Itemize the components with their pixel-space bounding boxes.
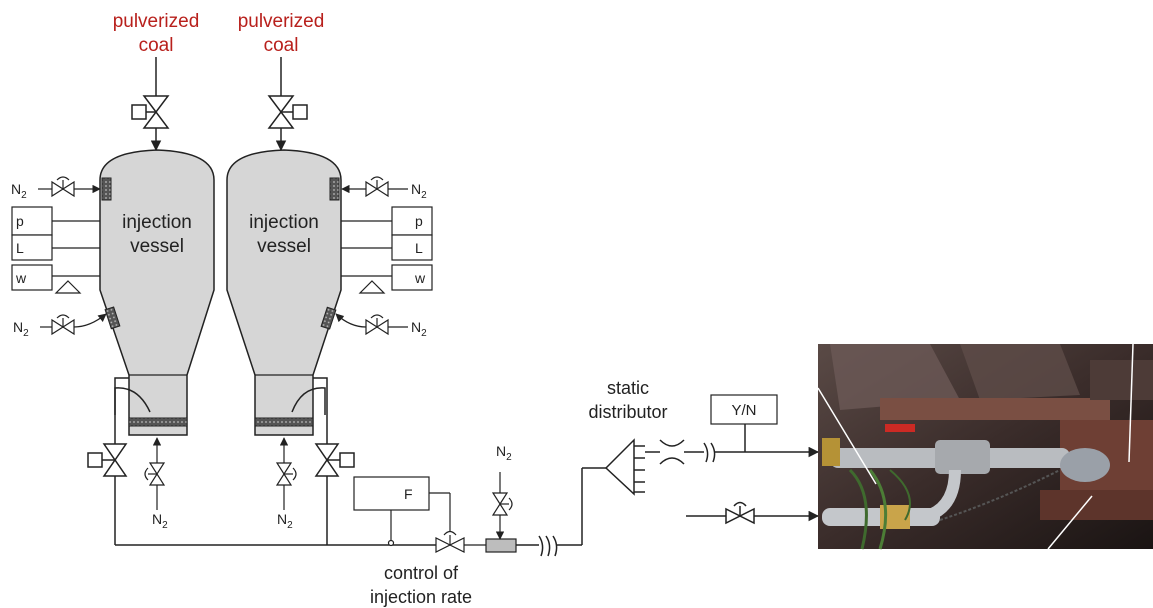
rate-control-valve xyxy=(435,530,486,553)
n2-label: N2 xyxy=(277,511,293,531)
weight-label-right: w xyxy=(414,270,426,286)
n2-label: N2 xyxy=(411,181,427,201)
lance-line xyxy=(645,424,820,465)
n2-feed-bottom-right xyxy=(335,313,408,336)
weight-label-left: w xyxy=(15,270,27,286)
level-label-left: L xyxy=(16,240,24,256)
static-distributor-label: static distributor xyxy=(588,378,667,422)
n2-label: N2 xyxy=(11,181,27,201)
svg-text:pulverized: pulverized xyxy=(238,11,325,32)
flow-label: F xyxy=(404,486,413,502)
coal-feed-label-left: pulverized coal xyxy=(113,11,200,56)
svg-text:coal: coal xyxy=(264,35,299,56)
pressure-label-right: p xyxy=(415,213,423,229)
control-rate-label: control of injection rate xyxy=(370,563,472,607)
svg-text:vessel: vessel xyxy=(130,236,184,257)
svg-text:injection rate: injection rate xyxy=(370,587,472,607)
n2-label: N2 xyxy=(411,319,427,339)
lance-photo xyxy=(817,343,1153,550)
secondary-line xyxy=(686,501,820,525)
svg-text:vessel: vessel xyxy=(257,236,311,257)
n2-label: N2 xyxy=(152,511,168,531)
yn-indicator: Y/N xyxy=(710,394,778,425)
svg-text:pulverized: pulverized xyxy=(113,11,200,32)
n2-bottom-feeds xyxy=(144,437,297,510)
injection-vessel-left: injection vessel xyxy=(99,149,215,436)
static-distributor xyxy=(604,438,645,496)
injection-vessel-right: injection vessel xyxy=(226,149,342,436)
svg-text:injection: injection xyxy=(122,212,192,233)
svg-text:control of: control of xyxy=(384,563,459,583)
coal-inlet-valve-left xyxy=(131,57,170,152)
inline-element xyxy=(485,472,517,553)
coal-inlet-valve-right xyxy=(267,57,308,152)
bottom-piping xyxy=(87,377,436,546)
n2-feed-bottom-left xyxy=(40,313,107,336)
svg-text:injection: injection xyxy=(249,212,319,233)
svg-text:distributor: distributor xyxy=(588,402,667,422)
pressure-label-left: p xyxy=(16,213,24,229)
transport-line xyxy=(516,467,606,557)
instruments-right xyxy=(341,206,433,294)
instruments-left xyxy=(11,206,100,294)
n2-feed-top-right xyxy=(341,176,408,198)
n2-label: N2 xyxy=(13,319,29,339)
flow-meter xyxy=(353,476,451,547)
n2-feed-top-left xyxy=(38,176,101,198)
level-label-right: L xyxy=(415,240,423,256)
n2-label: N2 xyxy=(496,443,512,463)
svg-text:Y/N: Y/N xyxy=(731,402,756,419)
coal-feed-label-right: pulverized coal xyxy=(238,11,325,56)
svg-text:coal: coal xyxy=(139,35,174,56)
svg-text:static: static xyxy=(607,378,649,398)
